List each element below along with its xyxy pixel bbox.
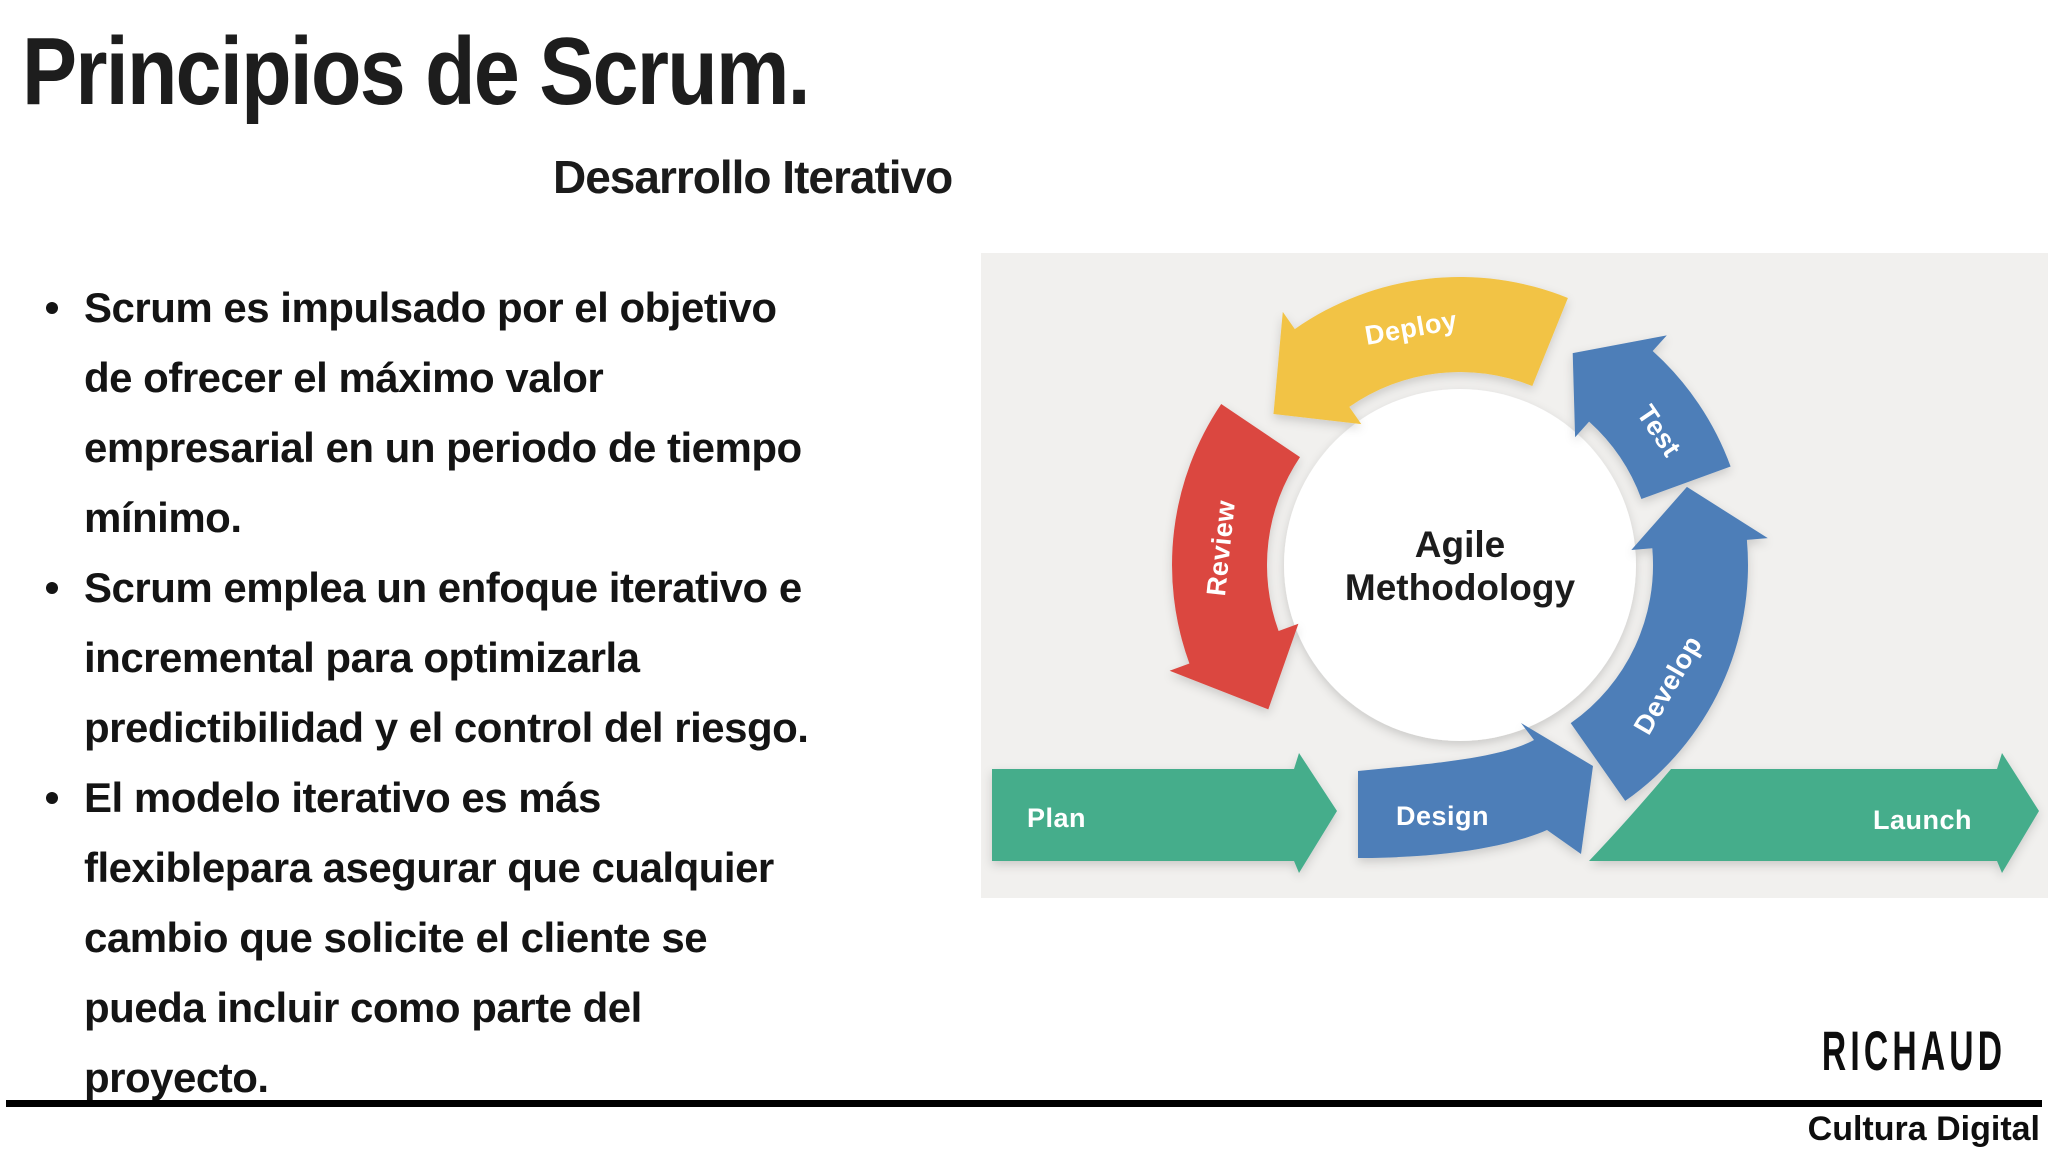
bullet-item: Scrum emplea un enfoque iterativo e incr… — [46, 553, 994, 763]
center-label-line1: Agile — [1415, 524, 1505, 565]
test-arrow — [1572, 335, 1731, 499]
page-subtitle: Desarrollo Iterativo — [553, 151, 953, 203]
launch-arrow — [1589, 753, 2039, 873]
design-label: Design — [1396, 801, 1489, 831]
bullet-item: Scrum es impulsado por el objetivo de of… — [46, 273, 994, 553]
develop-arrow — [1570, 486, 1768, 801]
launch-label: Launch — [1873, 805, 1972, 835]
design-arrow — [1358, 723, 1593, 858]
divider-line — [6, 1100, 2042, 1107]
bullet-item: El modelo iterativo es más flexiblepara … — [46, 763, 994, 1113]
deploy-arrow — [1273, 277, 1568, 425]
center-label-line2: Methodology — [1345, 567, 1576, 608]
bullet-list: Scrum es impulsado por el objetivo de of… — [46, 273, 994, 1113]
plan-label: Plan — [1027, 803, 1086, 833]
page-title: Principios de Scrum. — [22, 18, 811, 125]
brand-logo: RICHAUD — [1821, 1019, 2006, 1082]
agile-methodology-diagram: Agile Methodology Deploy Test Develop Re… — [981, 253, 2048, 898]
plan-arrow — [992, 753, 1337, 873]
brand-tagline: Cultura Digital — [1807, 1110, 2040, 1148]
center-circle — [1284, 389, 1636, 741]
review-arrow — [1169, 404, 1300, 710]
